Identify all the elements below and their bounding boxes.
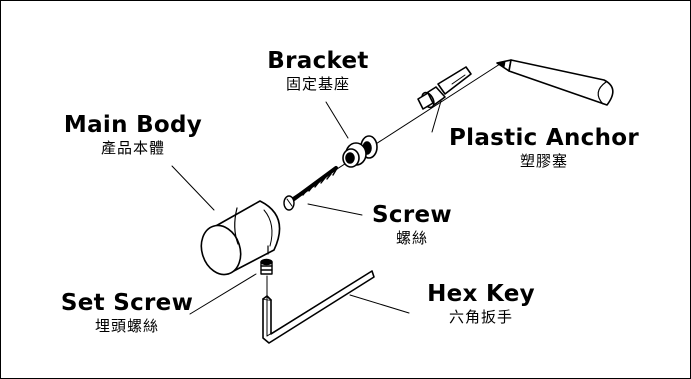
label-screw: Screw 螺絲: [356, 204, 468, 246]
plastic-anchor-name-zh: 塑膠塞: [519, 152, 568, 170]
leader-hex-key: [349, 294, 410, 314]
main-body-name: Main Body: [63, 112, 203, 138]
leader-bracket: [325, 101, 349, 139]
set-screw-illustration: [260, 258, 273, 297]
screw-name-zh: 螺絲: [395, 229, 428, 247]
label-main-body: Main Body 產品本體: [48, 114, 218, 156]
leader-main-body: [171, 165, 215, 211]
leader-screw: [307, 203, 363, 216]
bracket-illustration: [342, 135, 378, 168]
screw-illustration: [283, 166, 338, 211]
hex-key-name-zh: 六角扳手: [448, 308, 513, 326]
set-screw-name: Set Screw: [60, 290, 194, 316]
label-set-screw: Set Screw 埋頭螺絲: [38, 292, 216, 334]
label-hex-key: Hex Key 六角扳手: [408, 283, 554, 325]
plastic-anchor-illustration: [417, 66, 472, 110]
label-plastic-anchor: Plastic Anchor 塑膠塞: [418, 127, 670, 169]
hex-key-illustration: [262, 270, 375, 344]
set-screw-name-zh: 埋頭螺絲: [94, 317, 159, 335]
bracket-name-zh: 固定基座: [285, 75, 350, 93]
main-body-illustration: [200, 200, 281, 276]
plastic-anchor-name: Plastic Anchor: [449, 125, 639, 151]
leader-lines: [171, 100, 442, 315]
bracket-name: Bracket: [267, 48, 369, 74]
leader-plastic-anchor: [431, 100, 442, 133]
leader-set-screw: [189, 273, 257, 315]
main-body-name-zh: 產品本體: [100, 139, 165, 157]
screw-name: Screw: [372, 202, 452, 228]
hex-key-name: Hex Key: [427, 281, 535, 307]
label-bracket: Bracket 固定基座: [248, 50, 388, 92]
pencil-illustration: [496, 59, 614, 106]
